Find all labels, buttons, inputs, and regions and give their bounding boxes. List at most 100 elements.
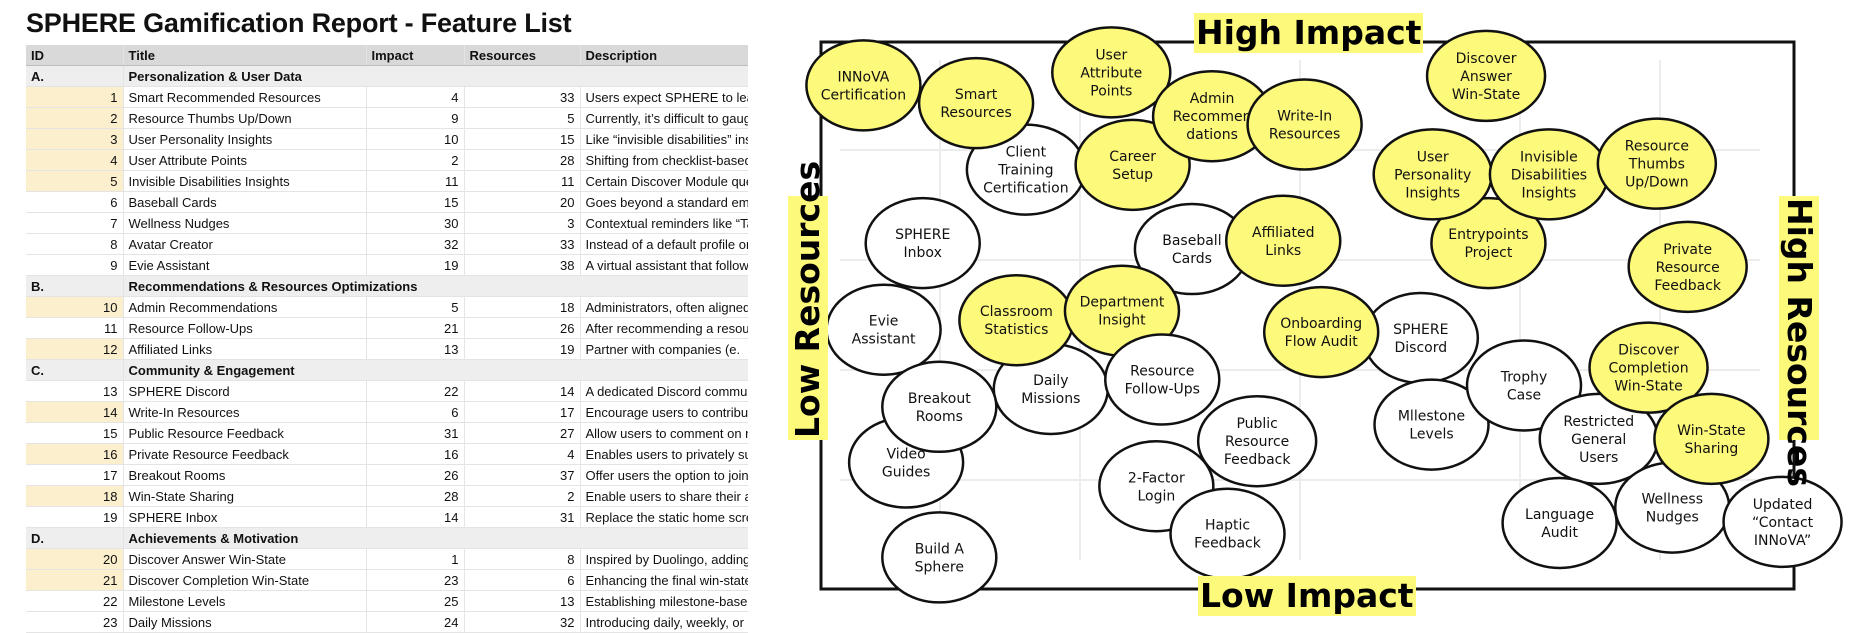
cell-impact[interactable]: 19 bbox=[366, 254, 465, 276]
bubble-shape[interactable] bbox=[1246, 78, 1363, 171]
cell-description[interactable]: Encourage users to contribut bbox=[580, 401, 748, 423]
cell-resources[interactable]: 18 bbox=[464, 296, 581, 318]
section-id[interactable]: C. bbox=[26, 359, 124, 381]
cell-id[interactable]: 12 bbox=[26, 338, 124, 360]
cell-resources[interactable]: 13 bbox=[464, 590, 581, 612]
cell-description[interactable]: Administrators, often aligned bbox=[580, 296, 748, 318]
cell-impact[interactable]: 14 bbox=[366, 506, 465, 528]
cell-resources[interactable]: 2 bbox=[464, 485, 581, 507]
cell-impact[interactable]: 26 bbox=[366, 464, 465, 486]
cell-description[interactable]: Enables users to privately su bbox=[580, 443, 748, 465]
cell-id[interactable]: 10 bbox=[26, 296, 124, 318]
section-name[interactable]: Achievements & Motivation bbox=[123, 527, 748, 549]
bubble-shape[interactable] bbox=[1225, 194, 1342, 288]
bubble-shape[interactable] bbox=[1627, 220, 1748, 314]
cell-title[interactable]: Milestone Levels bbox=[123, 590, 367, 612]
cell-description[interactable]: Shifting from checklist-based bbox=[580, 149, 748, 171]
section-id[interactable]: D. bbox=[26, 527, 124, 549]
cell-description[interactable]: A dedicated Discord commu bbox=[580, 380, 748, 402]
cell-id[interactable]: 14 bbox=[26, 401, 124, 423]
cell-description[interactable]: Replace the static home scre bbox=[580, 506, 748, 528]
cell-impact[interactable]: 1 bbox=[366, 548, 465, 570]
cell-description[interactable]: Goes beyond a standard em bbox=[580, 191, 748, 213]
cell-impact[interactable]: 31 bbox=[366, 422, 465, 444]
cell-id[interactable]: 4 bbox=[26, 149, 124, 171]
cell-description[interactable]: Certain Discover Module que bbox=[580, 170, 748, 192]
cell-title[interactable]: Affiliated Links bbox=[123, 338, 367, 360]
cell-id[interactable]: 6 bbox=[26, 191, 124, 213]
cell-description[interactable]: Offer users the option to join bbox=[580, 464, 748, 486]
cell-resources[interactable]: 3 bbox=[464, 212, 581, 234]
section-name[interactable]: Recommendations & Resources Optimization… bbox=[123, 275, 748, 297]
cell-id[interactable]: 8 bbox=[26, 233, 124, 255]
cell-title[interactable]: Baseball Cards bbox=[123, 191, 367, 213]
cell-description[interactable]: Like “invisible disabilities” ins bbox=[580, 128, 748, 150]
bubble-shape[interactable] bbox=[1430, 196, 1547, 290]
cell-resources[interactable]: 4 bbox=[464, 443, 581, 465]
cell-impact[interactable]: 21 bbox=[366, 317, 465, 339]
cell-title[interactable]: Admin Recommendations bbox=[123, 296, 367, 318]
bubble-shape[interactable] bbox=[1501, 476, 1618, 570]
cell-impact[interactable]: 10 bbox=[366, 128, 465, 150]
cell-title[interactable]: Wellness Nudges bbox=[123, 212, 367, 234]
cell-impact[interactable]: 4 bbox=[366, 86, 465, 108]
cell-resources[interactable]: 26 bbox=[464, 317, 581, 339]
bubble-shape[interactable] bbox=[805, 39, 922, 132]
cell-resources[interactable]: 5 bbox=[464, 107, 581, 129]
cell-description[interactable]: Partner with companies (e. bbox=[580, 338, 748, 360]
cell-description[interactable]: After recommending a resou bbox=[580, 317, 748, 339]
cell-title[interactable]: User Attribute Points bbox=[123, 149, 367, 171]
cell-resources[interactable]: 6 bbox=[464, 569, 581, 591]
cell-resources[interactable]: 14 bbox=[464, 380, 581, 402]
bubble-shape[interactable] bbox=[881, 511, 998, 604]
bubble-shape[interactable] bbox=[1465, 339, 1583, 432]
cell-title[interactable]: Invisible Disabilities Insights bbox=[123, 170, 367, 192]
cell-id[interactable]: 2 bbox=[26, 107, 124, 129]
cell-resources[interactable]: 33 bbox=[464, 86, 581, 108]
bubble-shape[interactable] bbox=[1196, 394, 1318, 488]
cell-resources[interactable]: 33 bbox=[464, 233, 581, 255]
cell-description[interactable]: Establishing milestone-base bbox=[580, 590, 748, 612]
bubble-shape[interactable] bbox=[1425, 29, 1547, 123]
column-header-resources[interactable]: Resources bbox=[464, 45, 581, 66]
cell-impact[interactable]: 11 bbox=[366, 170, 465, 192]
cell-title[interactable]: SPHERE Inbox bbox=[123, 506, 367, 528]
cell-resources[interactable]: 19 bbox=[464, 338, 581, 360]
cell-id[interactable]: 19 bbox=[26, 506, 124, 528]
cell-title[interactable]: Write-In Resources bbox=[123, 401, 367, 423]
cell-title[interactable]: Win-State Sharing bbox=[123, 485, 367, 507]
cell-impact[interactable]: 13 bbox=[366, 338, 465, 360]
cell-resources[interactable]: 20 bbox=[464, 191, 581, 213]
bubble-shape[interactable] bbox=[1653, 392, 1770, 486]
cell-id[interactable]: 5 bbox=[26, 170, 124, 192]
cell-id[interactable]: 18 bbox=[26, 485, 124, 507]
cell-title[interactable]: Resource Thumbs Up/Down bbox=[123, 107, 367, 129]
cell-impact[interactable]: 28 bbox=[366, 485, 465, 507]
bubble-shape[interactable] bbox=[1262, 285, 1380, 379]
cell-title[interactable]: SPHERE Discord bbox=[123, 380, 367, 402]
column-header-title[interactable]: Title bbox=[123, 45, 367, 66]
bubble-shape[interactable] bbox=[864, 196, 981, 290]
cell-impact[interactable]: 25 bbox=[366, 590, 465, 612]
cell-title[interactable]: User Personality Insights bbox=[123, 128, 367, 150]
cell-id[interactable]: 21 bbox=[26, 569, 124, 591]
cell-impact[interactable]: 5 bbox=[366, 296, 465, 318]
cell-resources[interactable]: 37 bbox=[464, 464, 581, 486]
cell-title[interactable]: Avatar Creator bbox=[123, 233, 367, 255]
